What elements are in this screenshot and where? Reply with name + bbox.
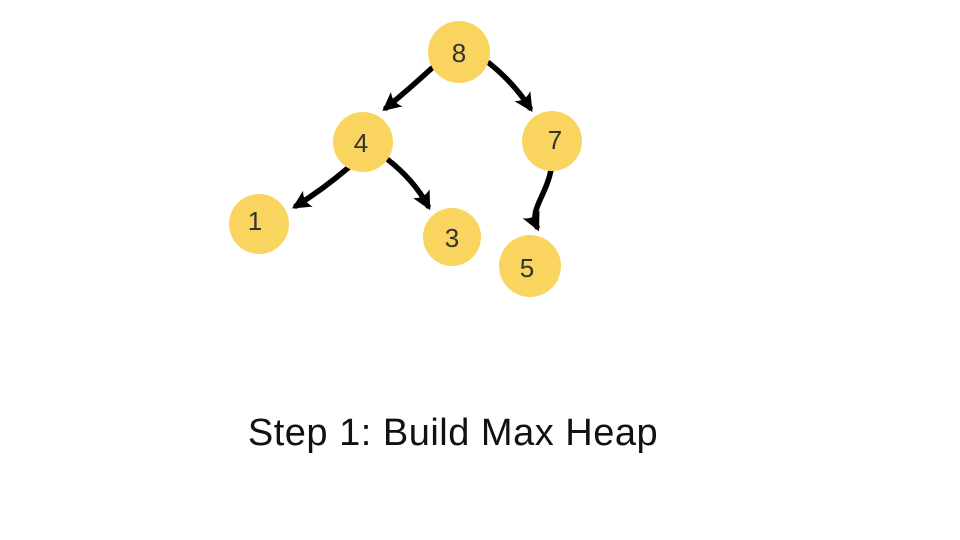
heap-node-7-label: 7	[548, 125, 562, 155]
heap-node-8	[428, 21, 490, 83]
heap-node-3-label: 3	[445, 223, 459, 253]
edge-8-7	[486, 60, 533, 112]
heap-node-8-label: 8	[452, 38, 466, 68]
heap-node-5-label: 5	[520, 253, 534, 283]
step-caption: Step 1: Build Max Heap	[247, 412, 659, 454]
heap-node-4	[333, 112, 393, 172]
heap-node-5	[499, 235, 561, 297]
heap-node-4-label: 4	[354, 128, 368, 158]
heap-node-3	[423, 208, 481, 266]
edge-group	[292, 60, 554, 232]
edge-4-3	[384, 156, 431, 211]
node-label-group: 8 4 7 1 3 5	[248, 38, 562, 283]
heap-node-1	[229, 194, 289, 254]
edge-7-5	[522, 167, 554, 232]
edge-8-4	[382, 65, 435, 111]
heap-node-7	[522, 111, 582, 171]
heap-node-1-label: 1	[248, 206, 262, 236]
edge-4-1	[292, 165, 351, 209]
node-group	[229, 21, 582, 297]
